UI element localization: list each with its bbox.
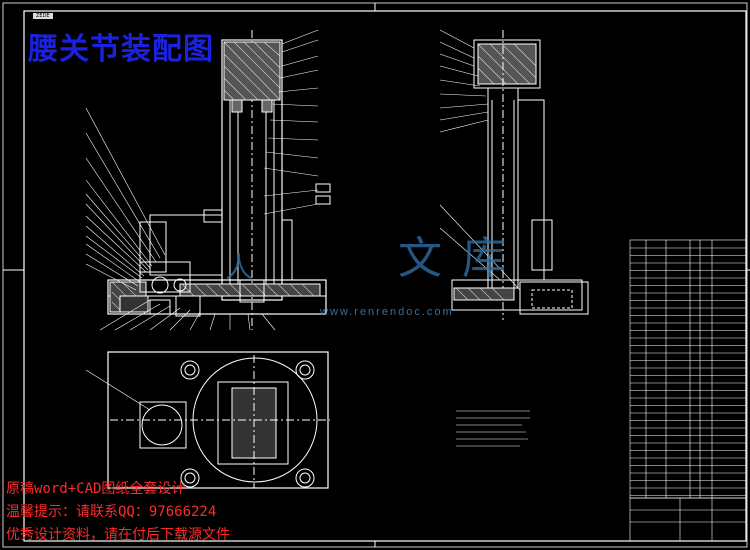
front-section-view [85,29,331,331]
watermark-url: www.renrendoc.com [320,306,454,318]
drawing-title: 腰关节装配图 [28,32,214,67]
promo-note-line3: 优秀设计资料，请在付后下载源文件 [6,527,230,543]
drawing-stamp: ZEDE [33,13,53,19]
tech-notes-block [456,410,530,447]
watermark-char-mid: 文 [398,233,442,284]
promo-note-line2: 温馨提示：请联系QQ：97666224 [6,504,217,520]
side-section-view [439,29,589,320]
watermark-char-right: 库 [462,233,506,284]
inner-frame [23,10,747,542]
promo-note-line1: 原稿word+CAD图纸全套设计 [6,481,186,497]
parts-list-table [629,239,747,542]
plan-view [85,351,330,489]
watermark-char-left: 人 [225,251,254,284]
